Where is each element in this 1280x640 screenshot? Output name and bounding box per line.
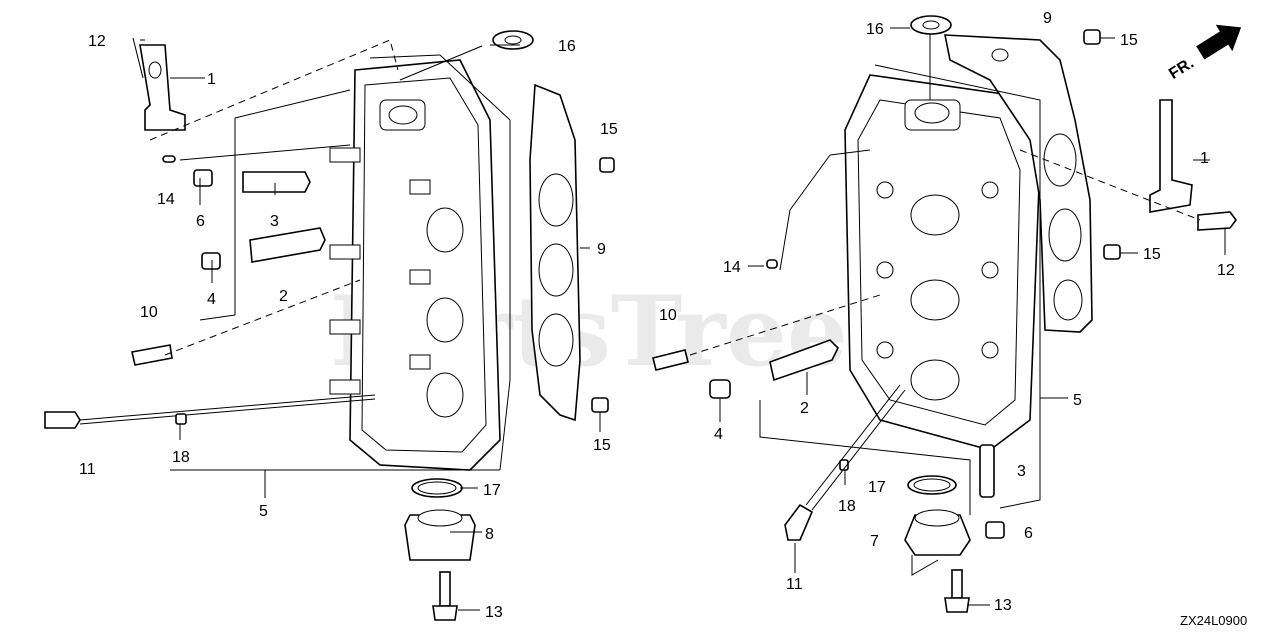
diagram-code: ZX24L0900 bbox=[1180, 613, 1247, 628]
left-bracket-1 bbox=[139, 44, 186, 131]
right-spring-10 bbox=[652, 349, 689, 371]
callout-left-14: 14 bbox=[157, 191, 175, 208]
callout-right-1: 1 bbox=[1200, 150, 1209, 167]
right-bracket-1 bbox=[1149, 99, 1193, 213]
callout-right-6: 6 bbox=[1024, 525, 1033, 542]
left-bolt-11-head bbox=[44, 411, 81, 429]
callout-right-17: 17 bbox=[868, 479, 886, 496]
left-spring-10 bbox=[131, 344, 173, 366]
right-leader-lines bbox=[689, 27, 1226, 606]
left-cylinder-head bbox=[329, 59, 501, 471]
left-pin-15a bbox=[599, 157, 615, 173]
callout-left-4: 4 bbox=[207, 291, 216, 308]
callout-left-1: 1 bbox=[207, 71, 216, 88]
left-pin-18 bbox=[175, 413, 187, 425]
left-fitting-8 bbox=[404, 514, 476, 561]
right-bolt-13 bbox=[951, 569, 963, 599]
callout-left-5: 5 bbox=[259, 503, 268, 520]
right-pin-15a bbox=[1083, 29, 1101, 45]
callout-right-4: 4 bbox=[714, 426, 723, 443]
callout-right-9: 9 bbox=[1043, 10, 1052, 27]
callout-left-15b: 15 bbox=[593, 437, 611, 454]
callout-right-7: 7 bbox=[870, 533, 879, 550]
callout-left-17: 17 bbox=[483, 482, 501, 499]
right-bolt-12 bbox=[1197, 211, 1237, 231]
right-bolt-11 bbox=[784, 503, 814, 541]
callout-right-15a: 15 bbox=[1120, 32, 1138, 49]
right-plug-6 bbox=[985, 521, 1005, 539]
callout-right-3: 3 bbox=[1017, 463, 1026, 480]
right-head-gasket bbox=[944, 34, 1093, 333]
callout-right-15b: 15 bbox=[1143, 246, 1161, 263]
right-tube-2 bbox=[769, 339, 839, 382]
right-tube-3 bbox=[979, 444, 995, 498]
left-leader-lines bbox=[140, 39, 601, 611]
left-plug-4 bbox=[201, 252, 221, 270]
callout-left-15a: 15 bbox=[600, 121, 618, 138]
callout-right-16: 16 bbox=[866, 21, 884, 38]
callout-right-2: 2 bbox=[800, 400, 809, 417]
left-bolt-13 bbox=[439, 571, 451, 607]
callout-left-16: 16 bbox=[558, 38, 576, 55]
right-pin-18 bbox=[839, 459, 849, 471]
callout-left-8: 8 bbox=[485, 526, 494, 543]
left-tube-3 bbox=[242, 171, 311, 193]
right-plug-4 bbox=[709, 379, 731, 399]
right-pin-15b bbox=[1103, 244, 1121, 260]
callout-left-2: 2 bbox=[279, 288, 288, 305]
left-pin-15b bbox=[591, 397, 609, 413]
callout-right-5: 5 bbox=[1073, 392, 1082, 409]
right-cylinder-head bbox=[844, 74, 1041, 451]
callout-left-6: 6 bbox=[196, 213, 205, 230]
callout-right-14: 14 bbox=[723, 259, 741, 276]
front-arrow-label: FR. bbox=[1166, 55, 1197, 83]
left-pin-14 bbox=[162, 155, 176, 163]
front-arrow bbox=[1196, 24, 1242, 60]
left-plug-6 bbox=[193, 169, 213, 187]
callout-right-12: 12 bbox=[1217, 262, 1235, 279]
callout-left-10: 10 bbox=[140, 304, 158, 321]
callout-left-3: 3 bbox=[270, 213, 279, 230]
callout-right-13: 13 bbox=[994, 597, 1012, 614]
right-small-parts bbox=[652, 15, 1237, 613]
callout-left-12: 12 bbox=[88, 33, 106, 50]
callout-left-9: 9 bbox=[597, 241, 606, 258]
left-small-parts bbox=[44, 30, 615, 621]
callout-left-18: 18 bbox=[172, 449, 190, 466]
callout-right-11: 11 bbox=[786, 576, 803, 593]
right-pin-14 bbox=[766, 259, 778, 269]
left-tube-2 bbox=[249, 227, 326, 263]
callout-right-18: 18 bbox=[838, 498, 856, 515]
callout-right-10: 10 bbox=[659, 307, 677, 324]
callout-left-13: 13 bbox=[485, 604, 503, 621]
right-fitting-7 bbox=[904, 514, 971, 556]
left-head-gasket bbox=[529, 83, 581, 422]
callout-left-11: 11 bbox=[79, 461, 96, 478]
